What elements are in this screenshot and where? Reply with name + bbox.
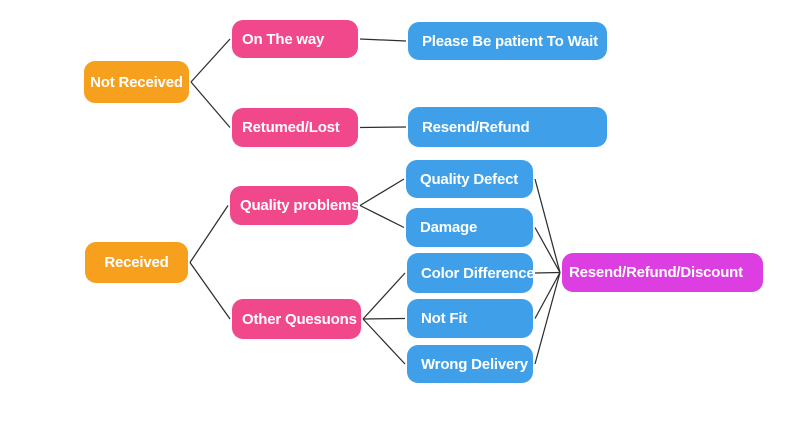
edge-quality-problems-to-damage bbox=[359, 204, 405, 229]
edge-other-questions-to-wrong-delivery bbox=[362, 318, 406, 365]
edge-wrong-delivery-to-resend-refund-discount bbox=[534, 272, 561, 365]
node-on-the-way: On The way bbox=[232, 20, 358, 58]
edge-other-questions-to-not-fit bbox=[362, 317, 406, 320]
edge-received-to-other-questions bbox=[189, 262, 231, 320]
node-not-fit: Not Fit bbox=[407, 299, 533, 338]
edge-quality-problems-to-quality-defect bbox=[359, 178, 405, 207]
node-received: Received bbox=[85, 242, 188, 283]
node-not-received: Not Received bbox=[84, 61, 189, 103]
node-wrong-delivery: Wrong Delivery bbox=[407, 345, 533, 383]
node-resend-refund-discount: Resend/Refund/Discount bbox=[562, 253, 763, 292]
edge-on-the-way-to-please-be-patient bbox=[359, 38, 407, 42]
edge-quality-defect-to-resend-refund-discount bbox=[534, 178, 561, 273]
edge-not-fit-to-resend-refund-discount bbox=[534, 272, 561, 319]
node-damage: Damage bbox=[406, 208, 533, 247]
edge-other-questions-to-color-difference bbox=[362, 272, 406, 320]
edge-damage-to-resend-refund-discount bbox=[534, 227, 561, 273]
edge-not-received-to-returned-lost bbox=[190, 81, 231, 128]
edge-returned-lost-to-resend-refund bbox=[359, 126, 407, 129]
node-color-difference: Color Difference bbox=[407, 253, 535, 293]
edge-color-difference-to-resend-refund-discount bbox=[534, 271, 561, 274]
node-please-be-patient: Please Be patient To Wait bbox=[408, 22, 607, 60]
edge-not-received-to-on-the-way bbox=[190, 38, 231, 83]
node-returned-lost: Retumed/Lost bbox=[232, 108, 358, 147]
node-other-questions: Other Quesuons bbox=[232, 299, 361, 339]
edge-received-to-quality-problems bbox=[189, 205, 229, 263]
node-quality-defect: Quality Defect bbox=[406, 160, 533, 198]
node-resend-refund: Resend/Refund bbox=[408, 107, 607, 147]
node-quality-problems: Quality problems bbox=[230, 186, 360, 225]
